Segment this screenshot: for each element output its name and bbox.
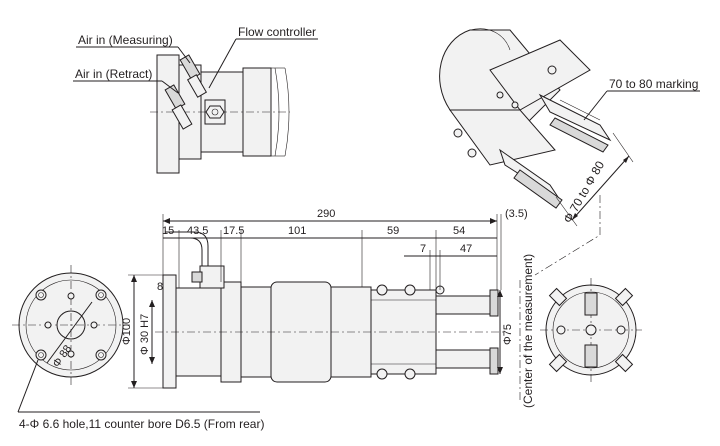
fitting-retract — [164, 84, 193, 130]
label-air-in-measuring: Air in (Measuring) — [78, 33, 173, 47]
end-hole-right — [616, 325, 626, 335]
dim-290: 290 — [317, 208, 335, 220]
side-fitting-nut — [191, 271, 203, 283]
dim-d100: Φ100 — [121, 318, 133, 345]
dim-d75: Φ75 — [502, 324, 514, 345]
end-probe-bottom — [584, 344, 598, 368]
side-probe-bottom — [489, 347, 499, 375]
hole-3 — [35, 349, 47, 361]
label-hole-note: 4-Φ 6.6 hole,11 counter bore D6.5 (From … — [19, 417, 264, 431]
side-elevation: 290 (3.5) 15 43.5 17.5 101 59 54 7 47 Φ1… — [121, 208, 535, 408]
dim-43-5: 43.5 — [187, 225, 208, 237]
iso-block — [489, 39, 591, 111]
iso-screw-3 — [547, 65, 557, 75]
isometric-view: 70 to 80 marking Φ 70 to Φ 80 — [439, 28, 700, 276]
small-hole-right — [90, 321, 98, 329]
label-air-in-retract: Air in (Retract) — [75, 67, 152, 81]
side-air-tube — [165, 237, 203, 266]
dim-59: 59 — [387, 225, 399, 237]
side-fitting — [199, 265, 225, 289]
dim-8: 8 — [157, 281, 163, 293]
side-flange — [162, 274, 177, 389]
iso-screw-4 — [496, 91, 504, 99]
side-arm-bottom — [435, 349, 495, 369]
label-center-note: (Center of the measurement) — [521, 254, 535, 408]
label-flow-controller: Flow controller — [238, 25, 316, 39]
small-hole-bottom — [67, 350, 75, 358]
end-center — [585, 324, 597, 336]
dim-47: 47 — [460, 243, 472, 255]
side-screw-3 — [376, 368, 388, 380]
dim-101: 101 — [288, 225, 306, 237]
hex-nut — [205, 105, 225, 119]
side-probe-top — [489, 289, 499, 317]
iso-screw-5 — [511, 101, 519, 109]
flow-controller-view: Air in (Measuring) Air in (Retract) Flow… — [73, 25, 318, 174]
hole-1 — [35, 289, 47, 301]
label-diameter-range: Φ 70 to Φ 80 — [560, 158, 607, 225]
hole-2 — [95, 289, 107, 301]
iso-lower-block — [449, 109, 556, 166]
small-hole-top — [67, 292, 75, 300]
end-probe-top — [584, 292, 598, 316]
end-hole-left — [556, 325, 566, 335]
end-clamp-2 — [614, 287, 634, 307]
dim-15: 15 — [162, 225, 174, 237]
hole-4 — [95, 349, 107, 361]
label-marking: 70 to 80 marking — [609, 77, 698, 91]
side-screw-4 — [404, 368, 416, 380]
dim-d30h7: Φ 30 H7 — [139, 314, 151, 355]
dim-7: 7 — [420, 243, 426, 255]
side-screw-1 — [376, 284, 388, 296]
dim-17-5: 17.5 — [223, 225, 244, 237]
end-clamp-1 — [548, 287, 568, 307]
iso-screw-2 — [467, 148, 477, 158]
side-screw-2 — [404, 284, 416, 296]
small-hole-left — [44, 321, 52, 329]
side-arm-top — [435, 295, 495, 315]
end-clamp-4 — [614, 353, 634, 373]
dim-54: 54 — [453, 225, 465, 237]
dim-3-5: (3.5) — [505, 208, 528, 220]
fitting-measuring — [179, 54, 208, 98]
iso-screw-1 — [453, 128, 463, 138]
end-clamp-3 — [548, 353, 568, 373]
end-view-right — [540, 278, 642, 382]
iso-arm-upper — [538, 93, 612, 153]
iso-arm-lower — [499, 148, 563, 209]
front-view-left: Φ 88 4-Φ 6.6 hole,11 counter bore D6.5 (… — [12, 265, 264, 431]
